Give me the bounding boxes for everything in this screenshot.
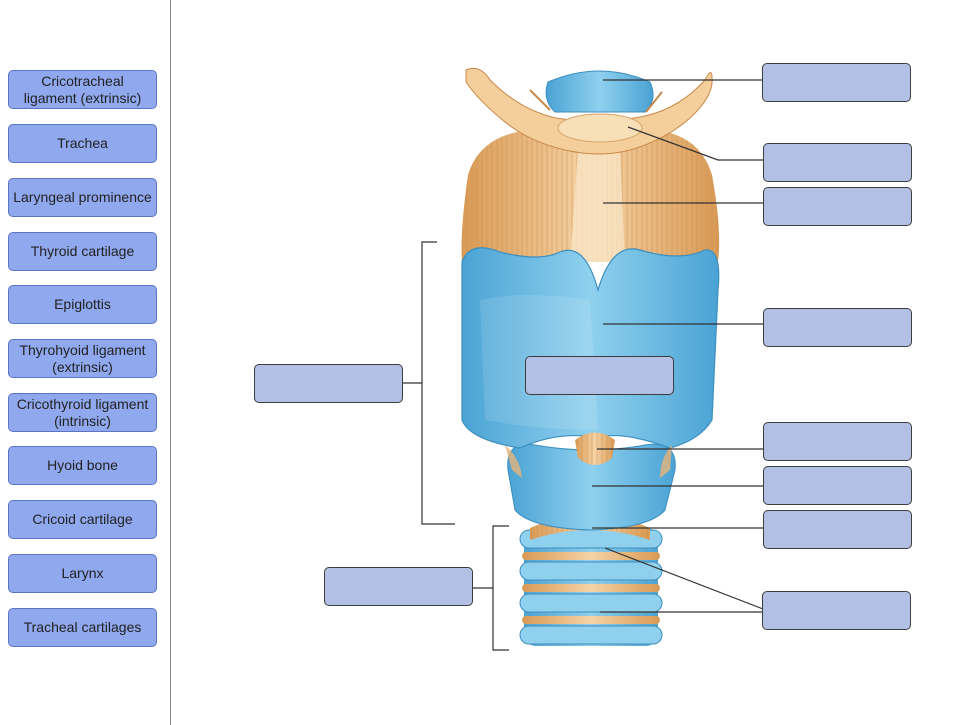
drop-zone-8[interactable]	[763, 466, 912, 505]
drop-zone-6[interactable]	[254, 364, 403, 403]
drop-zone-9[interactable]	[763, 510, 912, 549]
drop-zone-11[interactable]	[762, 591, 911, 630]
drop-zone-10[interactable]	[324, 567, 473, 606]
trachea-shape	[520, 528, 662, 646]
drop-zone-5[interactable]	[525, 356, 674, 395]
drop-zone-3[interactable]	[763, 187, 912, 226]
drop-zone-4[interactable]	[763, 308, 912, 347]
drop-zone-7[interactable]	[763, 422, 912, 461]
drop-zone-1[interactable]	[762, 63, 911, 102]
drop-zone-2[interactable]	[763, 143, 912, 182]
